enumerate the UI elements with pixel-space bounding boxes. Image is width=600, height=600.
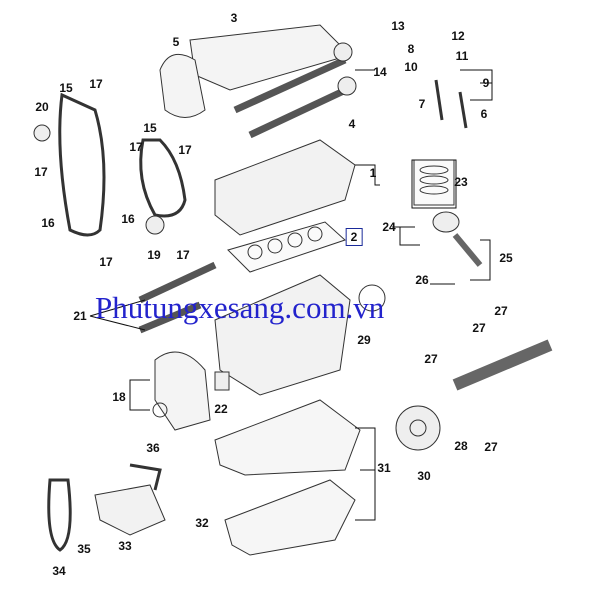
callout-15[interactable]: 15: [59, 81, 73, 95]
callout-25[interactable]: 25: [499, 251, 513, 265]
crankshaft: [452, 339, 553, 391]
callout-30[interactable]: 30: [417, 469, 431, 483]
callout-9[interactable]: 9: [482, 76, 490, 90]
drive-belt: [47, 478, 72, 552]
callout-23[interactable]: 23: [454, 175, 468, 189]
callout-27d[interactable]: 27: [484, 440, 498, 454]
head-gasket: [227, 221, 346, 273]
callout-17d[interactable]: 17: [34, 165, 48, 179]
callout-27c[interactable]: 27: [424, 352, 438, 366]
callout-13[interactable]: 13: [391, 19, 405, 33]
callout-18[interactable]: 18: [112, 390, 126, 404]
callout-17b[interactable]: 17: [129, 140, 143, 154]
camshaft-intake: [233, 56, 347, 114]
callout-28[interactable]: 28: [454, 439, 468, 453]
callout-33[interactable]: 33: [118, 539, 132, 553]
cam-sprocket-2: [337, 76, 357, 96]
balance-shaft: [138, 261, 217, 304]
cylinder-head: [214, 139, 356, 236]
callout-17f[interactable]: 17: [99, 255, 113, 269]
callout-16[interactable]: 16: [41, 216, 55, 230]
engine-block: [214, 274, 351, 396]
watermark: Phutungxesang.com.vn: [95, 290, 385, 325]
callout-21[interactable]: 21: [73, 309, 87, 323]
callout-26[interactable]: 26: [415, 273, 429, 287]
callout-22[interactable]: 22: [214, 402, 228, 416]
callout-35[interactable]: 35: [77, 542, 91, 556]
callout-1[interactable]: 1: [369, 166, 377, 180]
callout-17c[interactable]: 17: [178, 143, 192, 157]
callout-4[interactable]: 4: [348, 117, 356, 131]
valve-cover: [189, 24, 351, 91]
cam-sprocket: [333, 42, 353, 62]
piston: [432, 211, 460, 233]
oil-pan-lower: [224, 479, 356, 556]
callout-17[interactable]: 17: [89, 77, 103, 91]
connecting-rod: [452, 233, 483, 267]
timing-chain-secondary: [139, 138, 187, 218]
callout-2[interactable]: 2: [345, 228, 363, 246]
callout-6[interactable]: 6: [480, 107, 488, 121]
callout-32[interactable]: 32: [195, 516, 209, 530]
callout-5[interactable]: 5: [172, 35, 180, 49]
oil-pan-upper: [214, 399, 361, 476]
callout-7[interactable]: 7: [418, 97, 426, 111]
balance-shaft-2: [138, 301, 202, 334]
callout-17e[interactable]: 17: [176, 248, 190, 262]
callout-15b[interactable]: 15: [143, 121, 157, 135]
callout-12[interactable]: 12: [451, 29, 465, 43]
timing-cover-upper: [159, 53, 206, 118]
callout-20[interactable]: 20: [35, 100, 49, 114]
callout-8[interactable]: 8: [407, 42, 415, 56]
callout-19[interactable]: 19: [147, 248, 161, 262]
callout-27[interactable]: 27: [494, 304, 508, 318]
callout-24[interactable]: 24: [382, 220, 396, 234]
callout-34[interactable]: 34: [52, 564, 66, 578]
callout-16b[interactable]: 16: [121, 212, 135, 226]
oil-pump: [94, 484, 166, 536]
callout-27b[interactable]: 27: [472, 321, 486, 335]
callout-11[interactable]: 11: [455, 49, 469, 63]
crank-pulley: [395, 405, 441, 451]
callout-14[interactable]: 14: [373, 65, 387, 79]
callout-3[interactable]: 3: [230, 11, 238, 25]
oil-pickup: [129, 463, 162, 491]
timing-chain-primary: [58, 92, 106, 237]
callout-29[interactable]: 29: [357, 333, 371, 347]
camshaft-exhaust: [248, 84, 352, 139]
rear-seal: [358, 284, 386, 312]
callout-31[interactable]: 31: [377, 461, 391, 475]
callout-10[interactable]: 10: [404, 60, 418, 74]
front-cover: [154, 351, 211, 431]
callout-36[interactable]: 36: [146, 441, 160, 455]
